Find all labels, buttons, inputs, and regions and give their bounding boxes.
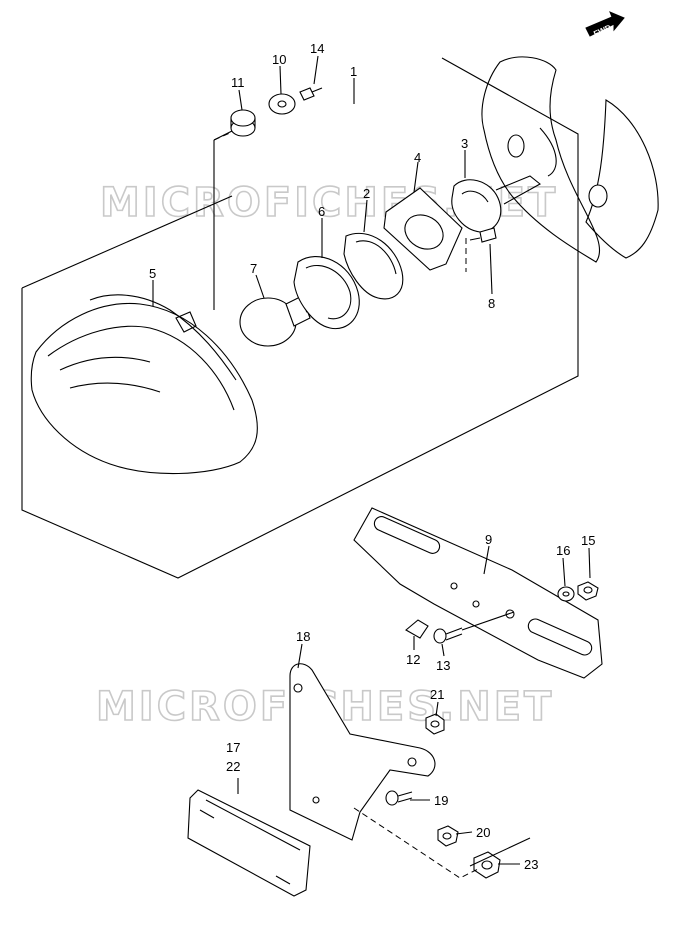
bolt-13 — [433, 627, 463, 644]
fwd-arrow-icon: FWD — [585, 11, 625, 39]
callout-2: 2 — [363, 186, 370, 201]
callout-5: 5 — [149, 266, 156, 281]
gasket — [343, 232, 404, 300]
bulb — [239, 295, 315, 347]
leader-lines — [152, 55, 591, 865]
callout-1: 1 — [350, 64, 357, 79]
callout-11: 11 — [231, 75, 245, 90]
callout-3: 3 — [461, 136, 468, 151]
screw-14 — [299, 87, 323, 101]
callout-6: 6 — [318, 204, 325, 219]
callout-22: 22 — [226, 759, 240, 774]
callout-14: 14 — [310, 41, 324, 56]
tail-lamp-lens — [30, 294, 258, 475]
callout-19: 19 — [434, 793, 448, 808]
socket-ring — [293, 256, 360, 330]
callout-12: 12 — [406, 652, 420, 667]
callout-9: 9 — [485, 532, 492, 547]
clip-12 — [405, 619, 429, 639]
callout-23: 23 — [524, 857, 538, 872]
washer-10 — [268, 93, 296, 115]
callout-21: 21 — [430, 687, 444, 702]
callout-18: 18 — [296, 629, 310, 644]
callout-20: 20 — [476, 825, 490, 840]
callout-17: 17 — [226, 740, 240, 755]
nut-15 — [577, 581, 599, 601]
bulb-socket — [451, 175, 541, 233]
rubber-grommet-11 — [230, 109, 256, 137]
reflector-bracket-18 — [289, 663, 436, 841]
screw-19 — [385, 790, 413, 806]
callout-4: 4 — [414, 150, 421, 165]
callout-8: 8 — [488, 296, 495, 311]
callout-16: 16 — [556, 543, 570, 558]
nut-20 — [437, 825, 459, 847]
callout-10: 10 — [272, 52, 286, 67]
nut-23 — [473, 851, 501, 879]
reflector-17-22 — [187, 789, 311, 897]
callout-15: 15 — [581, 533, 595, 548]
washer-16 — [557, 586, 575, 602]
mounting-plate — [383, 187, 463, 271]
assembly-frame — [21, 57, 579, 579]
callouts: 1 2 3 4 5 6 7 8 9 10 11 12 13 14 15 16 1… — [149, 41, 595, 872]
license-bracket-9 — [353, 507, 603, 679]
callout-13: 13 — [436, 658, 450, 673]
screw-8 — [469, 227, 497, 243]
rear-fender-panel — [481, 56, 659, 263]
callout-7: 7 — [250, 261, 257, 276]
